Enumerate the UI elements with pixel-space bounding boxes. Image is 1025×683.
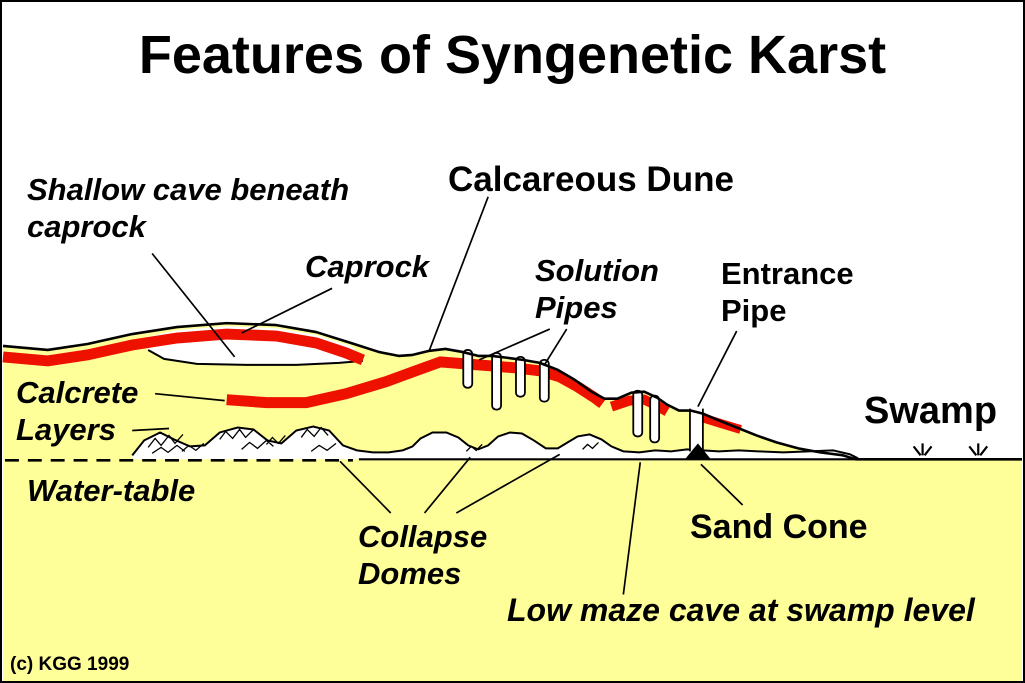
label-entrance-pipe: Entrance Pipe [721, 256, 854, 328]
calcrete-crackle-texture [147, 426, 599, 454]
label-low-maze-cave: Low maze cave at swamp level [507, 592, 975, 628]
solution-pipe [632, 389, 644, 438]
label-water-table: Water-table [27, 473, 196, 508]
solution-pipe [538, 358, 550, 403]
calcrete-band-small-rise [609, 394, 670, 416]
dune-surface-outline [2, 321, 1022, 461]
solution-pipes-group [462, 349, 661, 444]
entrance-pipe-shape [689, 408, 704, 456]
label-calcrete-layers: Calcrete Layers [16, 375, 139, 447]
solution-pipe [515, 356, 526, 398]
label-collapse-domes: Collapse Domes [358, 519, 488, 591]
caprock-calcrete-band [2, 328, 365, 367]
label-sand-cone: Sand Cone [690, 508, 868, 546]
solution-pipe [462, 349, 474, 389]
swamp-plants-icon [912, 443, 989, 457]
sand-cone-shape [684, 443, 711, 460]
label-shallow-cave: Shallow cave beneath caprock [27, 172, 350, 244]
ground-yellow-body [3, 323, 1022, 681]
copyright-text: (c) KGG 1999 [10, 654, 130, 675]
diagram-title: Features of Syngenetic Karst [138, 25, 887, 85]
leader-lines [132, 196, 744, 595]
label-swamp: Swamp [864, 390, 998, 432]
shallow-cave-floor-outline [147, 349, 363, 366]
label-caprock: Caprock [305, 249, 430, 284]
solution-pipe [491, 352, 502, 411]
solution-pipe [649, 394, 661, 444]
label-calcareous-dune: Calcareous Dune [448, 160, 734, 199]
label-solution-pipes: Solution Pipes [535, 253, 659, 325]
